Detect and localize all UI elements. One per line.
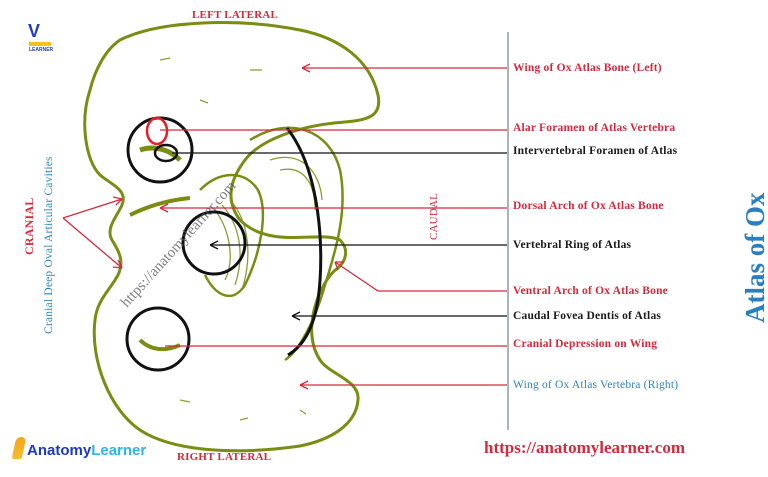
logo-word-learner: Learner (91, 442, 147, 459)
caudal-fovea-curve (285, 127, 323, 357)
label-caudal-fovea: Caudal Fovea Dentis of Atlas (513, 310, 662, 322)
cranial-cavities-annotation: Cranial Deep Oval Articular Cavities (43, 156, 55, 334)
wing-lobe-top (139, 145, 182, 162)
label-divider (507, 32, 509, 430)
logo-figure-icon (11, 437, 27, 459)
label-dorsal-arch: Dorsal Arch of Ox Atlas Bone (513, 200, 664, 212)
label-wing-left: Wing of Ox Atlas Bone (Left) (513, 62, 662, 74)
logo-bar (29, 42, 51, 46)
label-intervertebral-foramen: Intervertebral Foramen of Atlas (513, 145, 678, 157)
website-link[interactable]: https://anatomylearner.com (484, 438, 685, 457)
label-vertebral-ring: Vertebral Ring of Atlas (513, 239, 632, 251)
label-ventral-arch: Ventral Arch of Ox Atlas Bone (513, 285, 668, 297)
logo-small: V LEARNER (26, 22, 54, 56)
diagram-title: Atlas of Ox (740, 192, 768, 324)
label-cranial-depression: Cranial Depression on Wing (513, 338, 658, 350)
alar-foramen-highlight (145, 116, 169, 146)
caudal-label: CAUDAL (428, 192, 440, 240)
label-alar-foramen: Alar Foramen of Atlas Vertebra (513, 122, 676, 134)
logo-word-anatomy: Anatomy (27, 442, 92, 459)
right-lateral-label: RIGHT LATERAL (177, 451, 272, 463)
anatomylearner-logo: Anatomy Learner (11, 437, 147, 459)
ventral-arch-shape (249, 126, 344, 362)
bone-outline (83, 21, 381, 453)
left-lateral-label: LEFT LATERAL (192, 9, 279, 21)
wing-lobe-bottom (138, 338, 181, 352)
dorsal-arch-shape (199, 173, 265, 297)
vertebral-ring-circle (181, 210, 247, 276)
dorsal-bar (129, 196, 191, 217)
label-wing-right: Wing of Ox Atlas Vertebra (Right) (513, 379, 679, 391)
cranial-depression-circle (125, 306, 191, 372)
cranial-label: CRANIAL (22, 197, 36, 255)
logo-small-text: LEARNER (29, 47, 54, 53)
logo-figure-icon: V (28, 21, 41, 41)
